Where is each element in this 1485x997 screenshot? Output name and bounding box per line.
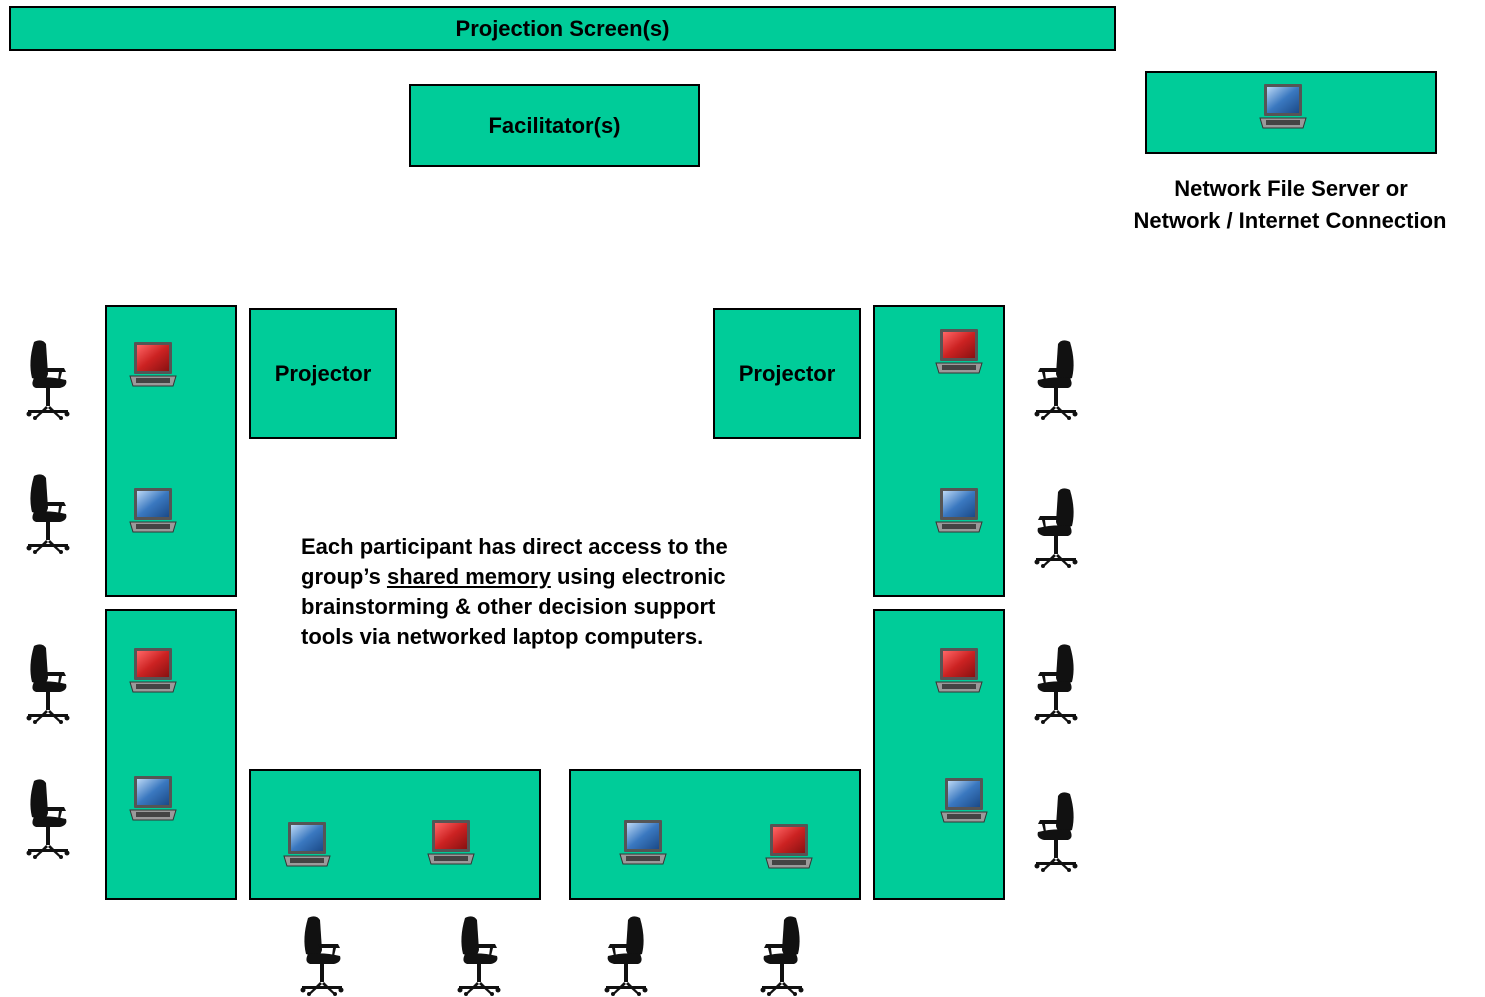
laptop-icon <box>618 818 668 868</box>
office-chair-icon <box>24 338 74 420</box>
laptop-icon <box>128 340 178 390</box>
projector-right: Projector <box>713 308 861 439</box>
description-line2: group’s shared memory using electronic <box>301 562 861 592</box>
laptop-icon <box>128 486 178 536</box>
facilitator-label: Facilitator(s) <box>488 112 621 138</box>
server-label-line1: Network File Server or <box>1174 176 1408 201</box>
facilitator-table: Facilitator(s) <box>409 84 700 167</box>
server-label-line2: Network / Internet Connection <box>1133 208 1447 233</box>
office-chair-icon <box>298 914 348 996</box>
server-table <box>1145 71 1437 154</box>
laptop-icon <box>934 646 984 696</box>
office-chair-icon <box>756 914 806 996</box>
office-chair-icon <box>1030 338 1080 420</box>
laptop-icon <box>934 327 984 377</box>
shared-memory-underlined: shared memory <box>386 564 551 589</box>
right-table-upper <box>873 305 1005 597</box>
laptop-icon <box>128 646 178 696</box>
office-chair-icon <box>1030 790 1080 872</box>
description-line2-suffix: using electronic <box>550 564 726 589</box>
office-chair-icon <box>24 472 74 554</box>
laptop-icon <box>764 822 814 872</box>
projector-right-label: Projector <box>738 360 836 386</box>
projector-left-label: Projector <box>274 360 372 386</box>
laptop-icon <box>128 774 178 824</box>
bottom-table-right <box>569 769 861 900</box>
office-chair-icon <box>600 914 650 996</box>
description-line4: tools via networked laptop computers. <box>301 624 704 649</box>
laptop-icon <box>934 486 984 536</box>
office-chair-icon <box>455 914 505 996</box>
projection-screen-label: Projection Screen(s) <box>455 15 670 41</box>
laptop-icon <box>282 820 332 870</box>
description-line2-prefix: group’s <box>301 564 387 589</box>
projector-left: Projector <box>249 308 397 439</box>
description-line1: Each participant has direct access to th… <box>301 534 728 559</box>
projection-screen: Projection Screen(s) <box>9 6 1116 51</box>
office-chair-icon <box>1030 486 1080 568</box>
right-table-lower <box>873 609 1005 900</box>
office-chair-icon <box>24 777 74 859</box>
laptop-icon <box>426 818 476 868</box>
laptop-icon <box>939 776 989 826</box>
description-line3: brainstorming & other decision support <box>301 594 716 619</box>
laptop-icon <box>1258 82 1308 132</box>
office-chair-icon <box>24 642 74 724</box>
office-chair-icon <box>1030 642 1080 724</box>
description-text: Each participant has direct access to th… <box>301 532 861 652</box>
